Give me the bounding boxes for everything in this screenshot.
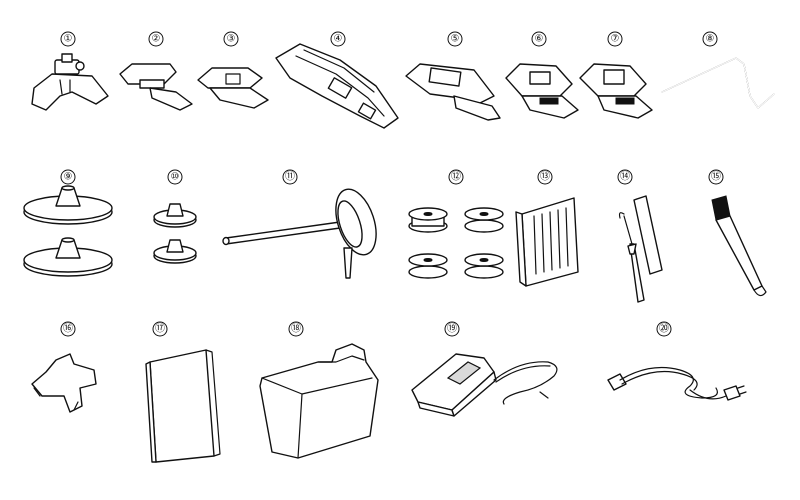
bobbin bbox=[464, 253, 504, 279]
label-14: ⑭ bbox=[617, 169, 633, 185]
item-10: ⑩ bbox=[153, 169, 197, 264]
item-17-number: ⑰ bbox=[155, 323, 165, 335]
item-19-number: ⑲ bbox=[447, 323, 457, 335]
label-17: ⑰ bbox=[152, 321, 168, 337]
label-11: ⑪ bbox=[282, 169, 298, 185]
buttonhole-foot-drawing bbox=[275, 43, 399, 129]
label-13: ⑬ bbox=[537, 169, 553, 185]
item-11-number: ⑪ bbox=[285, 171, 295, 183]
label-3: ③ bbox=[223, 31, 239, 47]
label-18: ⑱ bbox=[288, 321, 304, 337]
needle-pack-drawing bbox=[515, 197, 579, 287]
screwdriver-tool-drawing bbox=[31, 353, 97, 413]
item-12: ⑫ bbox=[408, 169, 504, 279]
bobbin bbox=[464, 207, 504, 233]
item-9: ⑨ bbox=[23, 169, 113, 277]
item-5: ⑤ bbox=[405, 31, 501, 121]
item-10-number: ⑩ bbox=[171, 172, 180, 183]
bobbins-drawing bbox=[408, 207, 504, 279]
item-20: ⑳ bbox=[607, 321, 747, 401]
item-7-number: ⑦ bbox=[611, 34, 620, 45]
item-5-number: ⑤ bbox=[451, 34, 460, 45]
item-6: ⑥ bbox=[505, 31, 579, 119]
item-4: ④ bbox=[275, 31, 399, 129]
item-8-number: ⑧ bbox=[706, 34, 715, 45]
item-14-number: ⑭ bbox=[620, 171, 630, 183]
label-7: ⑦ bbox=[607, 31, 623, 47]
label-10: ⑩ bbox=[167, 169, 183, 185]
item-15-number: ⑮ bbox=[711, 171, 721, 183]
bobbin bbox=[408, 207, 448, 233]
bobbin bbox=[408, 253, 448, 279]
item-16-number: ⑯ bbox=[63, 323, 73, 335]
item-3: ③ bbox=[197, 31, 269, 109]
item-17: ⑰ bbox=[145, 321, 221, 463]
item-14: ⑭ bbox=[617, 169, 663, 303]
item-13: ⑬ bbox=[515, 169, 579, 287]
label-1: ① bbox=[60, 31, 76, 47]
lint-brush-drawing bbox=[711, 195, 767, 297]
label-16: ⑯ bbox=[60, 321, 76, 337]
spool-caps-large-drawing bbox=[23, 185, 113, 277]
item-7: ⑦ bbox=[579, 31, 653, 119]
item-13-number: ⑬ bbox=[540, 171, 550, 183]
item-2-number: ② bbox=[152, 34, 161, 45]
item-1-number: ① bbox=[64, 34, 73, 45]
item-12-number: ⑫ bbox=[451, 171, 461, 183]
item-15: ⑮ bbox=[708, 169, 767, 297]
manual-drawing bbox=[145, 349, 221, 463]
label-6: ⑥ bbox=[531, 31, 547, 47]
item-19: ⑲ bbox=[411, 321, 558, 417]
label-5: ⑤ bbox=[447, 31, 463, 47]
label-20: ⑳ bbox=[656, 321, 672, 337]
item-1: ① bbox=[31, 31, 109, 111]
item-2: ② bbox=[119, 31, 193, 111]
power-cord-drawing bbox=[607, 366, 747, 401]
zipper-foot-drawing bbox=[119, 63, 193, 111]
quilting-guide-drawing bbox=[661, 57, 775, 109]
item-9-number: ⑨ bbox=[64, 172, 73, 183]
satin-foot-drawing bbox=[197, 67, 269, 109]
item-16: ⑯ bbox=[31, 321, 97, 413]
seam-ripper-drawing bbox=[618, 195, 663, 303]
overcasting-foot-drawing bbox=[579, 63, 653, 119]
label-2: ② bbox=[148, 31, 164, 47]
spool-pin-drawing bbox=[222, 188, 377, 279]
label-8: ⑧ bbox=[702, 31, 718, 47]
item-6-number: ⑥ bbox=[535, 34, 544, 45]
label-9: ⑨ bbox=[60, 169, 76, 185]
item-8: ⑧ bbox=[661, 31, 775, 109]
item-4-number: ④ bbox=[334, 34, 343, 45]
zigzag-foot-drawing bbox=[31, 53, 109, 111]
foot-controller-drawing bbox=[411, 353, 558, 417]
item-11: ⑪ bbox=[222, 169, 377, 279]
blind-stitch-foot-drawing bbox=[405, 63, 501, 121]
dust-cover-drawing bbox=[259, 343, 379, 459]
button-foot-drawing bbox=[505, 63, 579, 119]
item-20-number: ⑳ bbox=[659, 323, 669, 335]
spool-caps-small-drawing bbox=[153, 203, 197, 264]
item-18: ⑱ bbox=[259, 321, 379, 459]
label-12: ⑫ bbox=[448, 169, 464, 185]
item-18-number: ⑱ bbox=[291, 323, 301, 335]
item-3-number: ③ bbox=[227, 34, 236, 45]
label-19: ⑲ bbox=[444, 321, 460, 337]
label-4: ④ bbox=[330, 31, 346, 47]
label-15: ⑮ bbox=[708, 169, 724, 185]
